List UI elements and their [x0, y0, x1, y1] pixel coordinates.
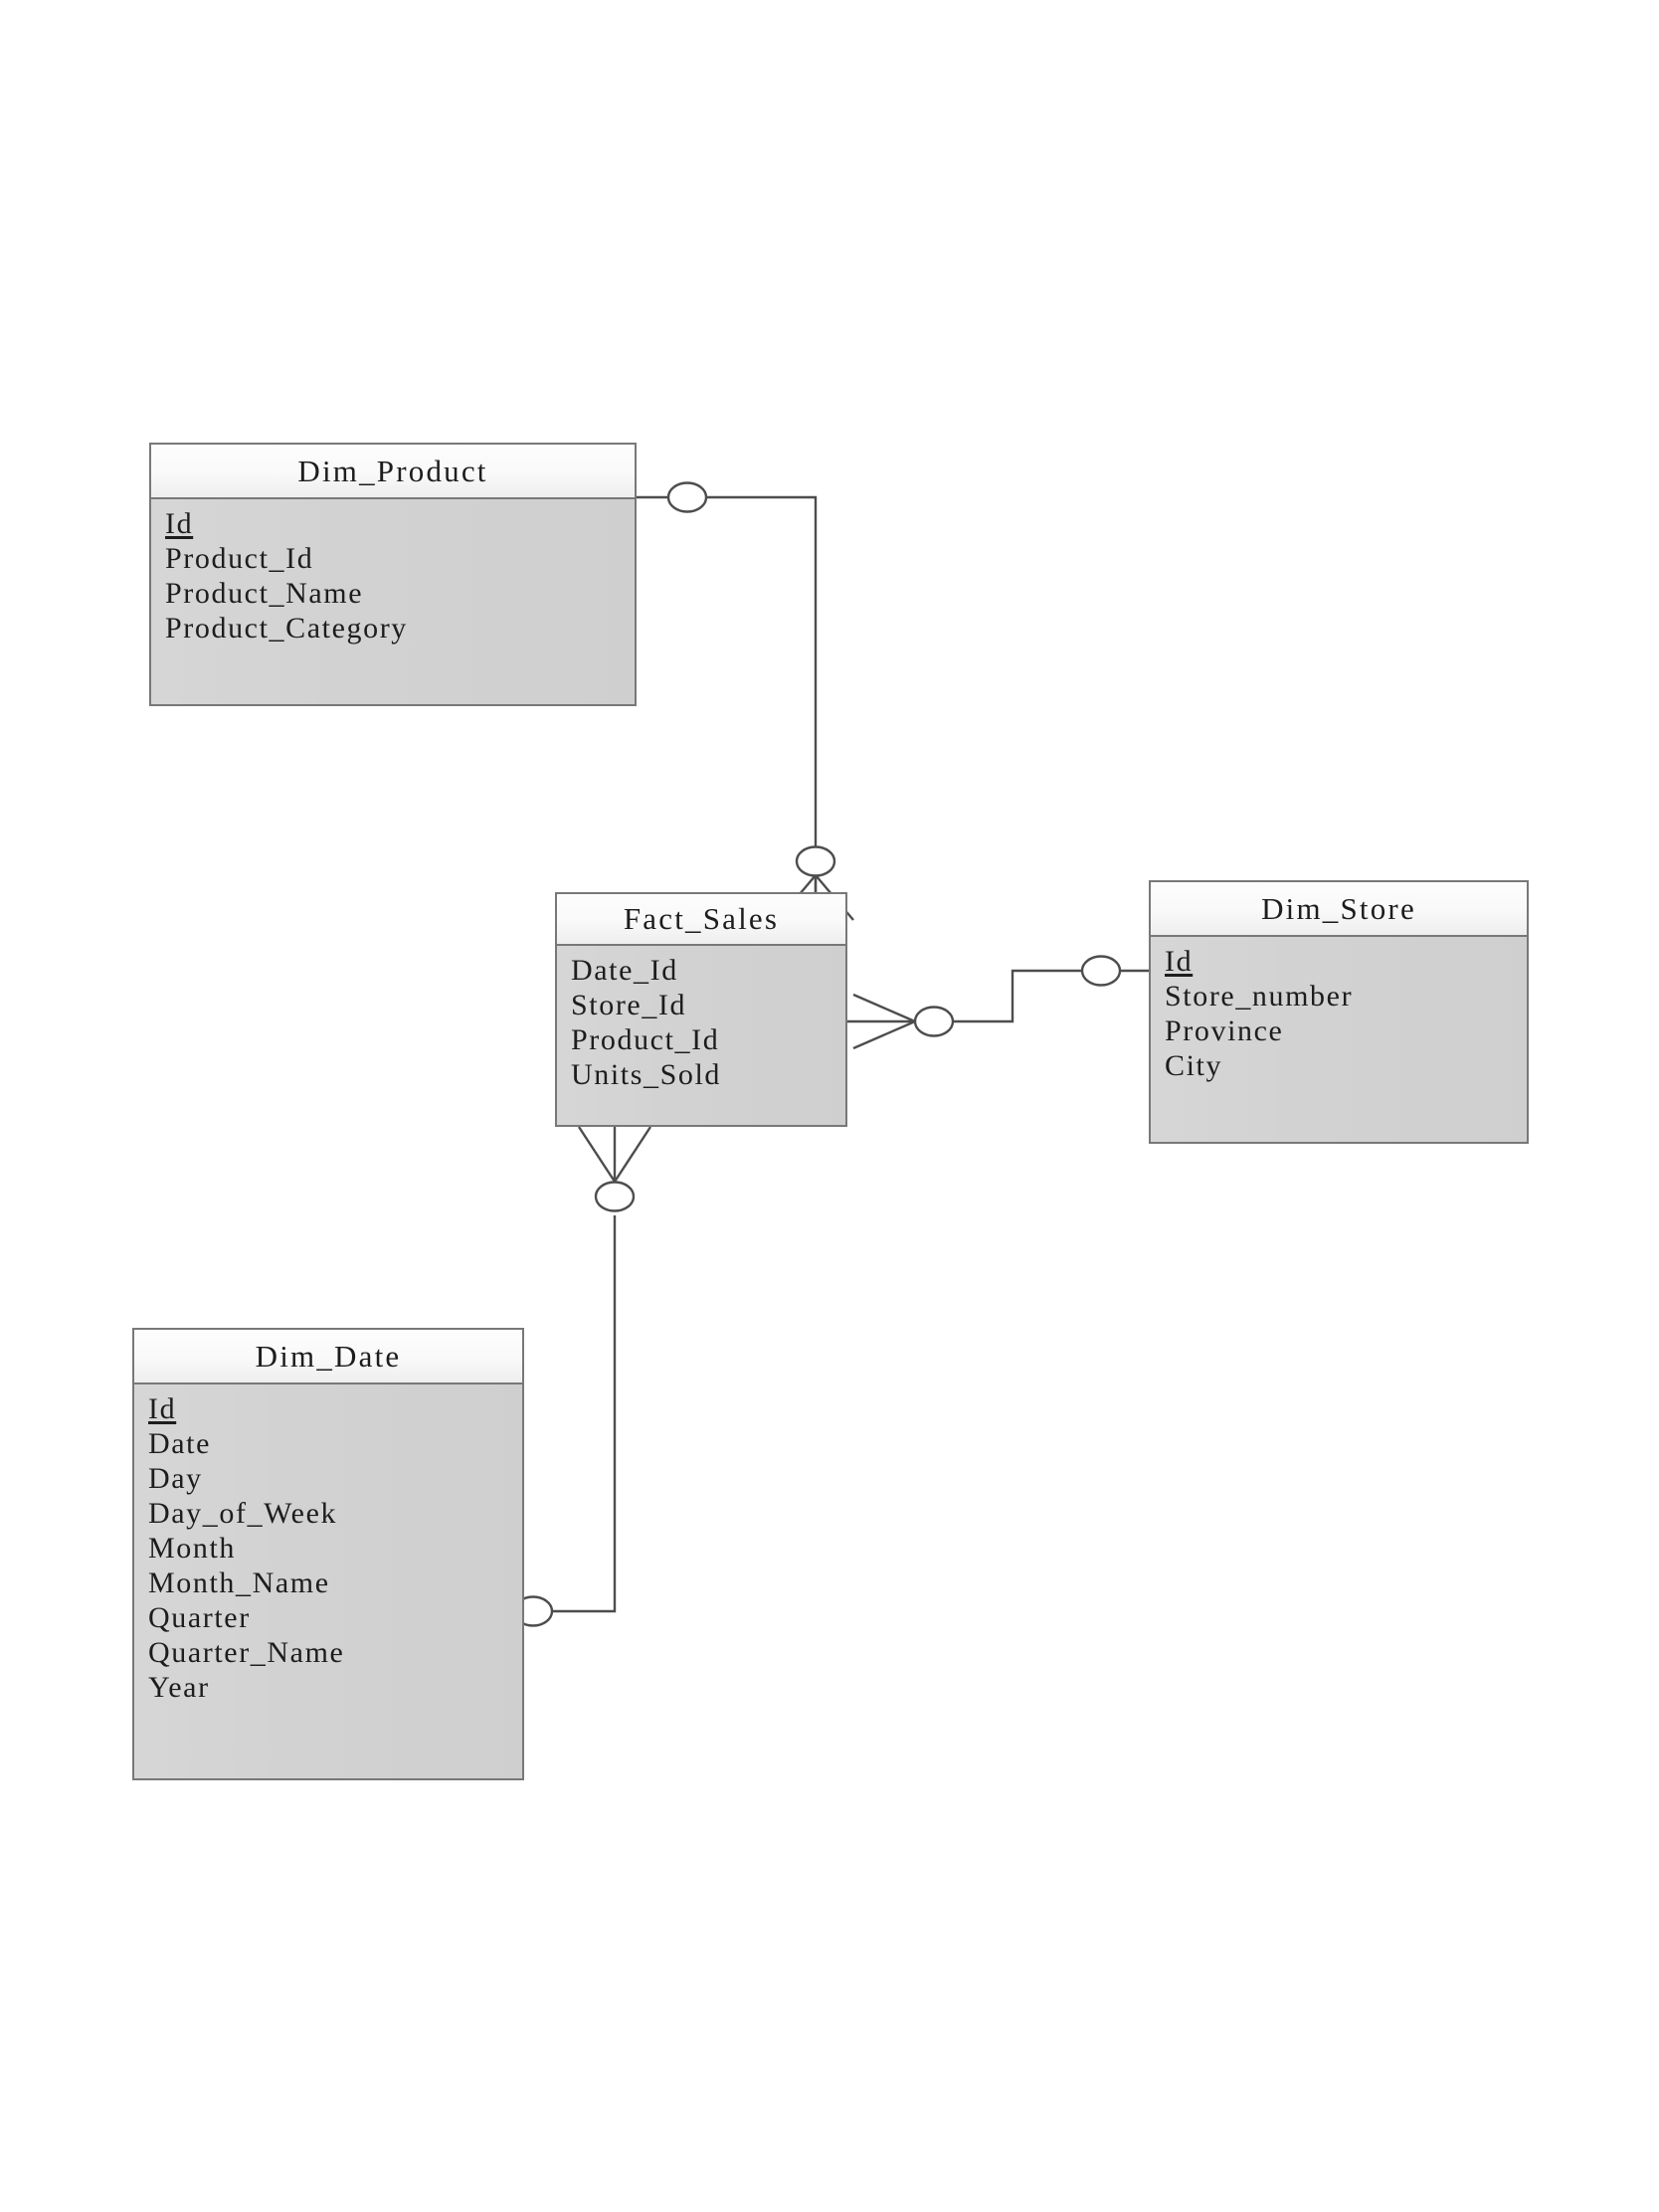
relationship-dim-product-fact-sales[interactable] [637, 481, 854, 921]
attribute-row[interactable]: Year [148, 1671, 210, 1704]
cardinality-zero-circle-icon [1080, 955, 1122, 987]
attribute-row[interactable]: Day [148, 1462, 203, 1495]
relationship-fact-sales-dim-store[interactable] [847, 955, 1149, 1050]
entity-attribute-list: Id Product_Id Product_Name Product_Categ… [151, 499, 635, 704]
attribute-row[interactable]: Day_of_Week [148, 1497, 338, 1530]
entity-attribute-list: Date_Id Store_Id Product_Id Units_Sold [557, 946, 845, 1125]
attribute-row[interactable]: Date [148, 1427, 212, 1460]
attribute-row[interactable]: Id [148, 1392, 177, 1425]
relationship-fact-sales-dim-date[interactable] [512, 1126, 652, 1627]
attribute-row[interactable]: Product_Name [165, 577, 364, 610]
attribute-row[interactable]: Store_number [1165, 980, 1354, 1013]
entity-attribute-list: Id Date Day Day_of_Week Month Month_Name… [134, 1384, 522, 1778]
attribute-row[interactable]: Month [148, 1532, 237, 1565]
entity-title: Dim_Store [1151, 882, 1527, 937]
attribute-row[interactable]: Units_Sold [571, 1058, 722, 1091]
attribute-row[interactable]: Month_Name [148, 1567, 330, 1599]
attribute-row[interactable]: Product_Category [165, 612, 408, 645]
attribute-row[interactable]: Product_Id [571, 1023, 720, 1056]
attribute-row[interactable]: Province [1165, 1014, 1284, 1047]
entity-dim-store[interactable]: Dim_Store Id Store_number Province City [1149, 880, 1529, 1144]
attribute-row[interactable]: Date_Id [571, 954, 678, 987]
relationship-line [637, 495, 818, 892]
attribute-row[interactable]: Product_Id [165, 542, 314, 575]
attribute-row[interactable]: Id [1165, 945, 1194, 978]
cardinality-crowsfoot-icon [577, 1126, 652, 1183]
attribute-row[interactable]: Quarter_Name [148, 1636, 345, 1669]
cardinality-crowsfoot-icon [847, 993, 916, 1050]
entity-attribute-list: Id Store_number Province City [1151, 937, 1527, 1142]
cardinality-zero-circle-icon [913, 1006, 955, 1037]
entity-fact-sales[interactable]: Fact_Sales Date_Id Store_Id Product_Id U… [555, 892, 847, 1127]
attribute-row[interactable]: City [1165, 1049, 1223, 1082]
relationship-line [514, 1215, 617, 1613]
attribute-row[interactable]: Quarter [148, 1601, 251, 1634]
relationship-line [953, 969, 1149, 1023]
attribute-row[interactable]: Store_Id [571, 989, 687, 1021]
entity-title: Dim_Date [134, 1330, 522, 1384]
entity-dim-date[interactable]: Dim_Date Id Date Day Day_of_Week Month M… [132, 1328, 524, 1780]
attribute-row[interactable]: Id [165, 507, 194, 540]
entity-title: Fact_Sales [557, 894, 845, 946]
cardinality-zero-circle-icon [594, 1181, 636, 1212]
cardinality-zero-circle-icon [666, 481, 708, 513]
entity-title: Dim_Product [151, 445, 635, 499]
entity-dim-product[interactable]: Dim_Product Id Product_Id Product_Name P… [149, 443, 637, 706]
cardinality-zero-circle-icon [795, 845, 836, 877]
